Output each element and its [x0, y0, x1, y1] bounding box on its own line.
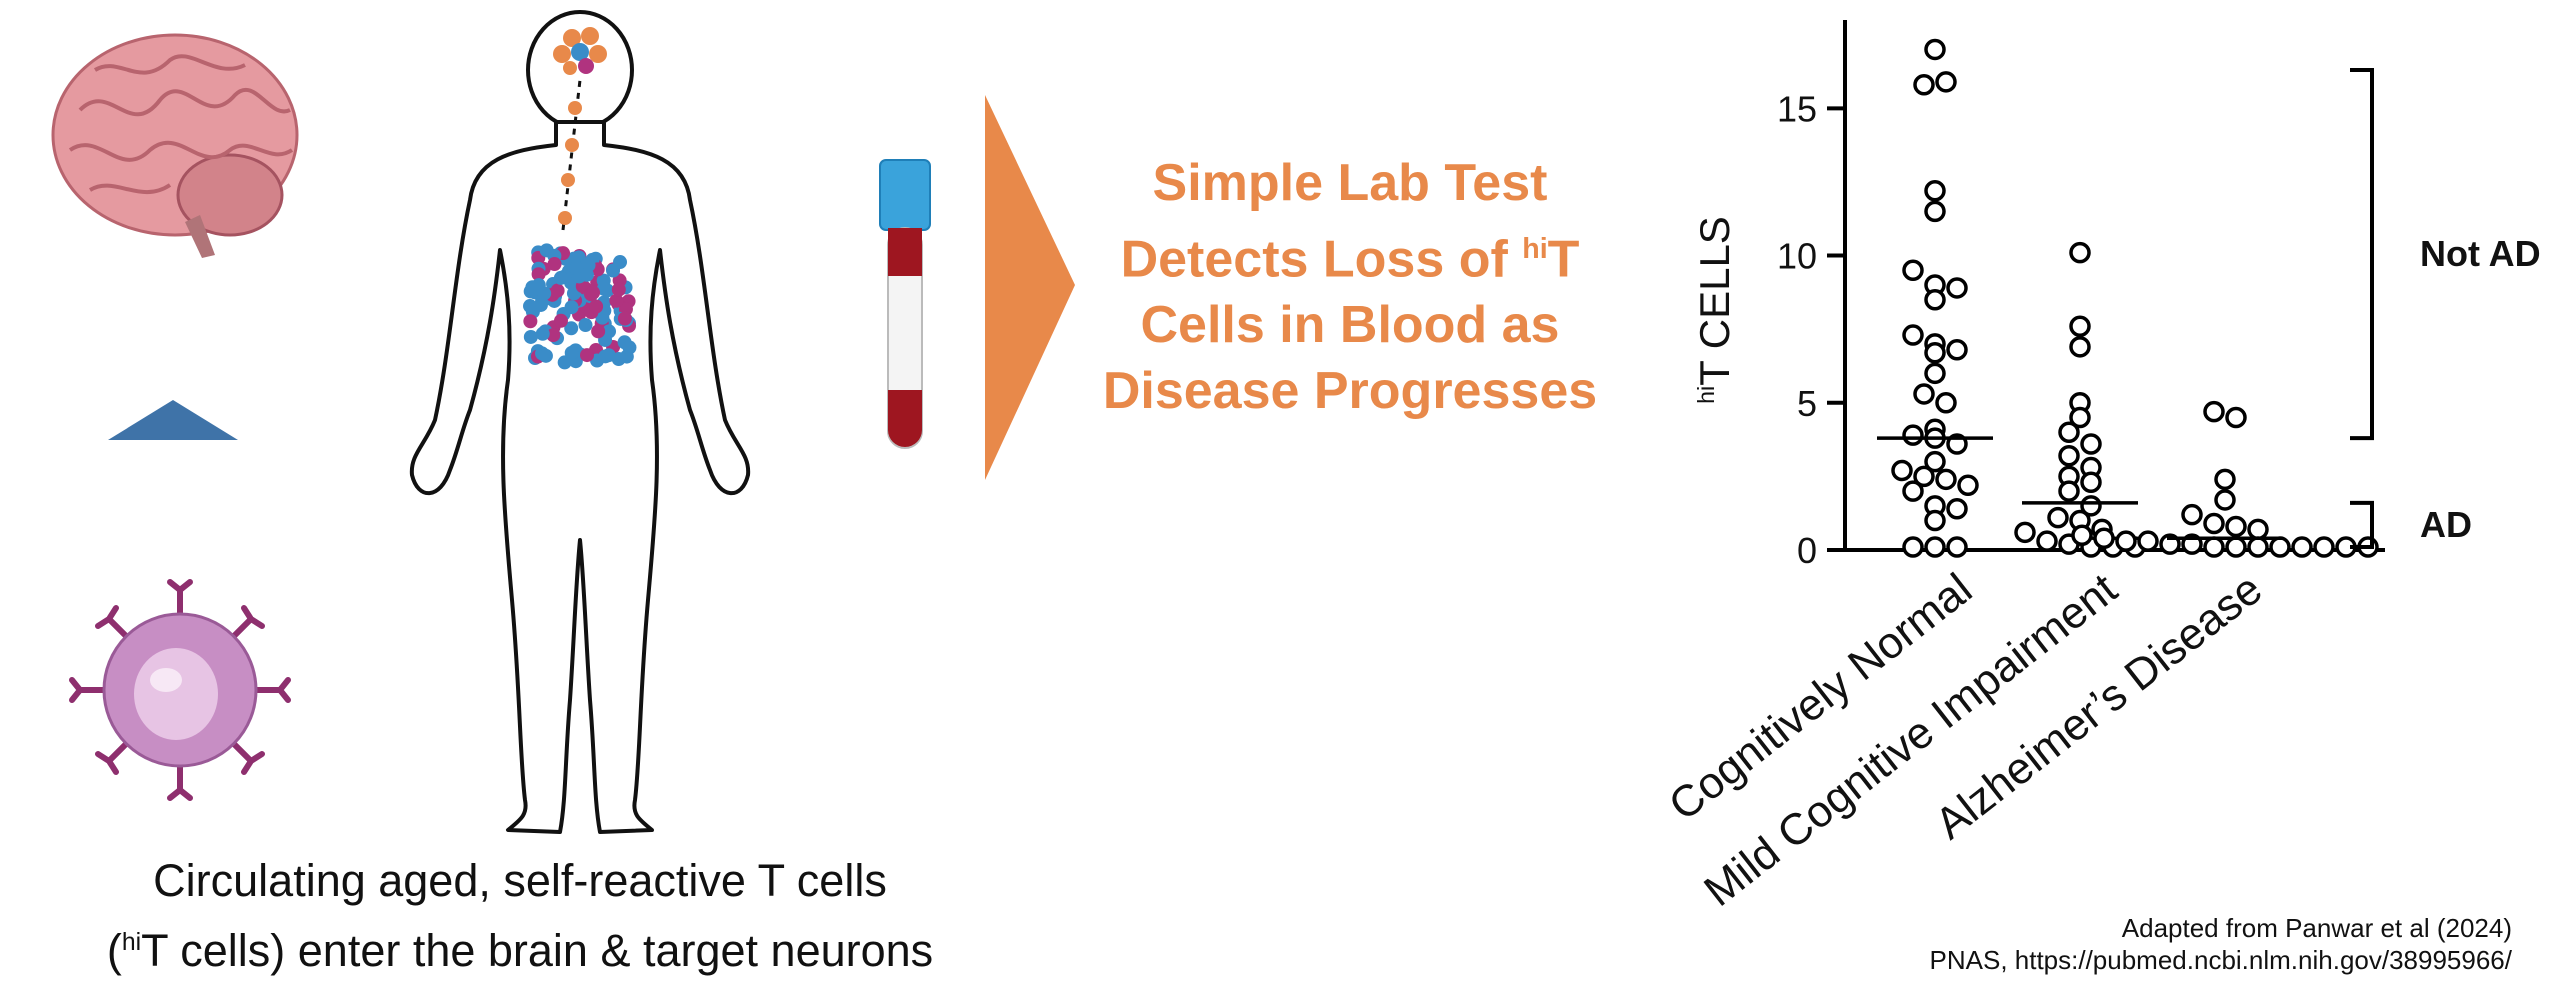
data-point	[2181, 503, 2203, 526]
data-point	[1946, 498, 1968, 520]
data-point	[2203, 536, 2225, 558]
data-point	[2058, 480, 2080, 502]
data-point	[1902, 259, 1924, 282]
data-point	[1902, 324, 1924, 346]
blood-tube-icon	[879, 159, 931, 449]
data-point	[2115, 530, 2137, 552]
caption: Circulating aged, self-reactive T cells …	[70, 850, 970, 982]
data-point	[2069, 315, 2091, 337]
data-point	[2203, 400, 2225, 423]
y-tick-label: 5	[1797, 383, 1817, 424]
data-point	[2071, 524, 2093, 547]
data-point	[2214, 468, 2236, 491]
y-tick-label: 10	[1777, 236, 1817, 277]
data-point	[2225, 536, 2247, 558]
data-point	[2069, 406, 2091, 429]
data-point	[2047, 506, 2069, 529]
data-point	[1935, 71, 1957, 93]
data-point	[1924, 362, 1946, 385]
data-point	[2093, 527, 2115, 549]
headline-line-4: Disease Progresses	[1102, 362, 1598, 421]
data-point	[1946, 536, 1968, 558]
data-point	[1946, 277, 1968, 299]
headline-line-1: Simple Lab Test	[1152, 154, 1548, 212]
data-point	[2080, 471, 2102, 494]
data-point	[1913, 465, 1935, 488]
data-point	[1924, 180, 1946, 202]
data-point	[1924, 288, 1946, 311]
play-arrow-icon	[985, 95, 1075, 480]
data-point	[1924, 536, 1946, 558]
data-point	[2058, 421, 2080, 443]
brain-icon	[51, 33, 299, 258]
data-point	[1935, 392, 1957, 414]
data-point	[2313, 536, 2335, 558]
data-point	[1924, 38, 1946, 61]
data-point	[2225, 515, 2247, 538]
bracket-label: Not AD	[2420, 233, 2541, 274]
data-point	[2058, 445, 2080, 467]
bracket	[2350, 500, 2374, 550]
data-point	[2269, 536, 2291, 558]
credits-line-2: PNAS, https://pubmed.ncbi.nlm.nih.gov/38…	[1929, 945, 2512, 975]
illustration-panel	[51, 10, 931, 834]
triangle-up-icon	[108, 400, 238, 440]
data-point	[2291, 536, 2313, 558]
data-point	[1924, 200, 1946, 223]
caption-line-1: Circulating aged, self-reactive T cells	[153, 855, 887, 906]
data-point	[2203, 512, 2225, 535]
data-point	[2137, 530, 2159, 552]
data-point	[1924, 509, 1946, 532]
data-point	[2069, 336, 2091, 358]
data-point	[1924, 341, 1946, 364]
caption-line-2: (hiT cells) enter the brain & target neu…	[106, 925, 934, 976]
t-cell-icon	[69, 579, 291, 801]
credits-line-1: Adapted from Panwar et al (2024)	[2121, 913, 2512, 943]
data-point	[2069, 241, 2091, 264]
y-tick-label: 0	[1797, 530, 1817, 571]
data-point	[1902, 480, 1924, 502]
data-point	[2214, 489, 2236, 511]
data-point	[2247, 536, 2269, 558]
data-point	[1902, 424, 1924, 446]
headline: Simple Lab Test Detects Loss of hiT Cell…	[1090, 150, 1610, 424]
data-point	[1913, 74, 1935, 96]
data-point	[1946, 339, 1968, 361]
data-point	[1902, 536, 1924, 558]
data-point	[1913, 383, 1935, 405]
data-point	[2247, 518, 2269, 541]
y-tick-label: 15	[1777, 88, 1817, 129]
data-point	[1957, 474, 1979, 496]
data-point	[2225, 406, 2247, 429]
bracket-label: AD	[2420, 504, 2472, 545]
data-point	[1891, 459, 1913, 482]
credits: Adapted from Panwar et al (2024) PNAS, h…	[1930, 912, 2512, 976]
headline-line-3: Cells in Blood as	[1140, 296, 1560, 355]
data-point	[2014, 521, 2036, 544]
data-point	[2080, 433, 2102, 455]
bracket	[2350, 68, 2374, 441]
data-point	[1924, 450, 1946, 473]
data-point	[2036, 530, 2058, 552]
headline-line-2: Detects Loss of hiT	[1120, 230, 1580, 289]
data-point	[1935, 468, 1957, 491]
human-body-icon	[409, 10, 751, 834]
